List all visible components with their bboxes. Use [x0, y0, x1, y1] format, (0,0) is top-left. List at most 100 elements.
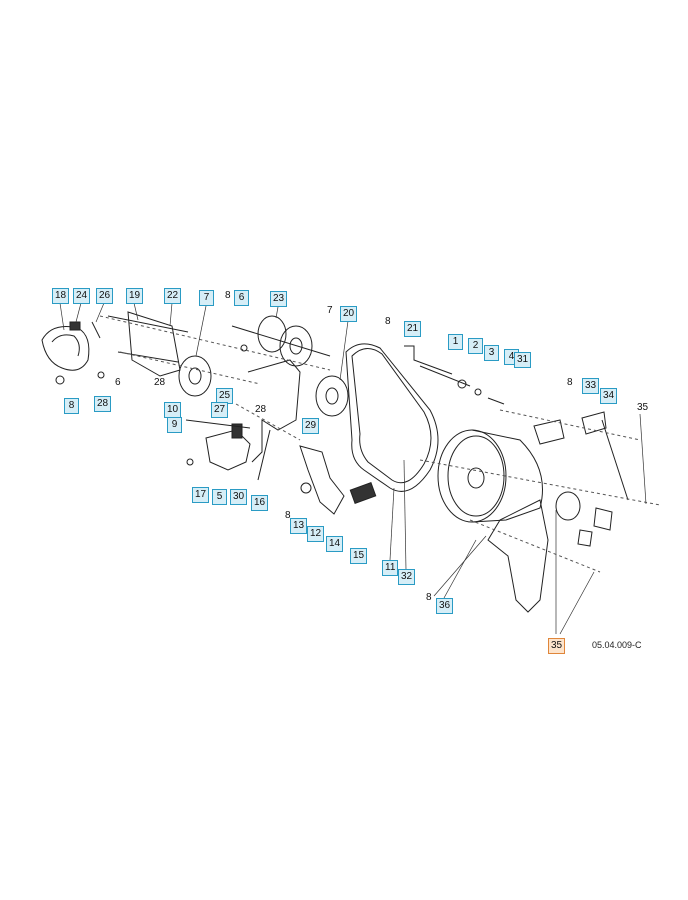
callout-26: 26 — [96, 288, 114, 304]
callout-20: 20 — [340, 306, 358, 322]
bracket-5 — [205, 429, 251, 471]
leader-20 — [339, 320, 349, 381]
callout-24: 24 — [73, 288, 91, 304]
bearing-housing — [555, 491, 581, 521]
callout-28-plain: 28 — [154, 377, 166, 388]
callout-6: 6 — [234, 290, 249, 306]
callout-16: 16 — [251, 495, 269, 511]
left-bracket — [41, 326, 90, 371]
callout-8-boxed: 8 — [64, 398, 79, 414]
nut-28-left — [97, 371, 105, 379]
bracket-34 — [581, 411, 607, 435]
belt-32 — [351, 348, 432, 484]
callout-34: 34 — [600, 388, 618, 404]
leader-32 — [403, 459, 407, 571]
nut-8-left — [55, 375, 65, 385]
callout-7-plain: 7 — [327, 305, 333, 316]
callout-8-plain: 8 — [385, 316, 391, 327]
arm-bracket-25 — [247, 359, 301, 463]
callout-2: 2 — [468, 338, 483, 354]
pulley-23-inner — [279, 325, 313, 367]
rod-30 — [257, 429, 271, 481]
callout-5: 5 — [212, 489, 227, 505]
callout-12: 12 — [307, 526, 325, 542]
callout-29: 29 — [302, 418, 320, 434]
pulley-20 — [315, 375, 349, 417]
bolt-1 — [419, 365, 471, 387]
callout-8-plain-3: 8 — [285, 510, 291, 521]
callout-8-plain-2: 8 — [567, 377, 573, 388]
callout-22: 22 — [164, 288, 182, 304]
callout-9: 9 — [167, 417, 182, 433]
callout-33: 33 — [582, 378, 600, 394]
belt-11 — [345, 343, 439, 492]
tensioner-12 — [299, 445, 345, 515]
callout-35: 35 — [548, 638, 566, 654]
leader-35a — [639, 413, 647, 505]
leader-22 — [169, 302, 173, 327]
leader-26 — [95, 302, 105, 323]
callout-23: 23 — [270, 291, 288, 307]
callout-35-plain: 35 — [637, 402, 649, 413]
leader-19 — [133, 302, 139, 321]
main-pulley-31-hub — [467, 467, 485, 489]
slot-plate — [577, 529, 593, 547]
callout-28: 28 — [94, 396, 112, 412]
callout-8: 8 — [225, 290, 231, 301]
callout-18: 18 — [52, 288, 70, 304]
callout-27: 27 — [211, 402, 229, 418]
pulley-20-hub — [325, 387, 339, 405]
callout-1: 1 — [448, 334, 463, 350]
callout-19: 19 — [126, 288, 144, 304]
callout-10: 10 — [164, 402, 182, 418]
callout-3: 3 — [484, 345, 499, 361]
leader-24 — [75, 302, 82, 323]
rod-21 — [404, 345, 453, 375]
callout-21: 21 — [404, 321, 422, 337]
nut-2 — [457, 379, 467, 389]
spring-15 — [349, 482, 377, 504]
spring-10 — [231, 423, 243, 439]
pulley-23-outer — [257, 315, 287, 353]
washer-3 — [474, 388, 482, 396]
leader-35c — [559, 571, 595, 635]
leader-23 — [275, 306, 279, 319]
spring-24 — [69, 321, 81, 331]
bolt-17 — [186, 458, 194, 466]
leader-8f — [433, 535, 487, 597]
leader-36 — [443, 539, 477, 599]
callout-17: 17 — [192, 487, 210, 503]
spacer-4 — [487, 397, 505, 405]
callout-7: 7 — [199, 290, 214, 306]
callout-32: 32 — [398, 569, 416, 585]
callout-28-plain-2: 28 — [255, 404, 267, 415]
main-pulley-31-back — [471, 429, 543, 523]
axis-line-6 — [235, 403, 301, 441]
side-bracket — [593, 507, 613, 531]
axis-line-5 — [469, 519, 601, 573]
callout-11: 11 — [382, 560, 399, 576]
callout-30: 30 — [230, 489, 248, 505]
main-pulley-31-groove — [447, 435, 505, 517]
bolt-26 — [91, 321, 101, 339]
left-bracket-inner — [51, 334, 80, 357]
plate-19 — [127, 311, 181, 377]
shaft-23 — [231, 325, 331, 357]
pulley-7-left — [178, 355, 212, 397]
drawing-code: 05.04.009-C — [592, 640, 642, 650]
callout-8-plain-4: 8 — [426, 592, 432, 603]
callout-36: 36 — [436, 598, 454, 614]
callout-15: 15 — [350, 548, 368, 564]
leader-7a — [195, 305, 207, 357]
axis-line-4 — [499, 409, 641, 441]
callout-13: 13 — [290, 518, 308, 534]
cable-34 — [601, 419, 629, 501]
washer-13 — [300, 482, 312, 494]
callout-6-plain: 6 — [115, 377, 121, 388]
nut-6-upper — [240, 344, 248, 352]
shaft-9 — [185, 419, 251, 429]
shaft-19 — [107, 315, 189, 333]
leader-11 — [389, 487, 395, 561]
pulley-7-left-hub — [188, 367, 202, 385]
